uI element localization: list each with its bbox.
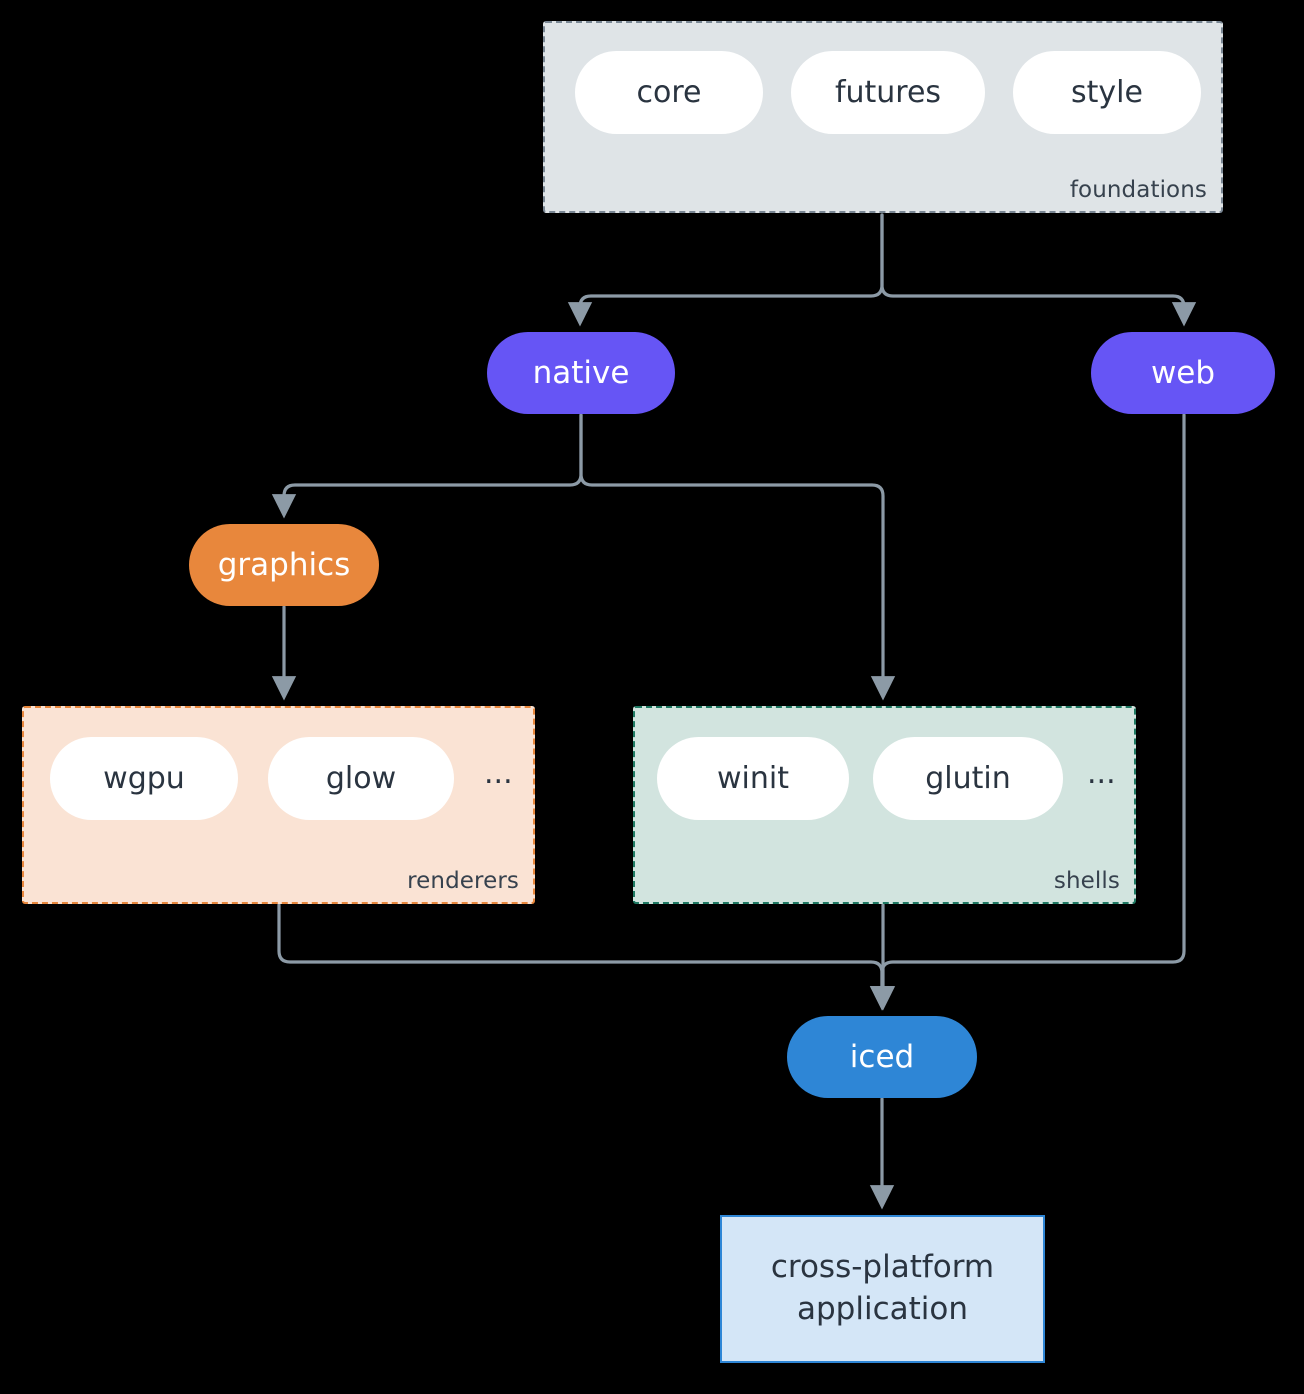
node-wgpu[interactable]: wgpu bbox=[50, 737, 238, 820]
group-foundations: core futures style foundations bbox=[543, 21, 1223, 213]
edge-foundations-web bbox=[880, 213, 1197, 327]
node-graphics[interactable]: graphics bbox=[189, 524, 379, 606]
edge-native-shells bbox=[579, 413, 896, 701]
application-label-line1: cross-platform bbox=[770, 1249, 995, 1286]
node-glutin[interactable]: glutin bbox=[873, 737, 1063, 820]
group-renderers-label: renderers bbox=[407, 868, 519, 894]
edge-native-graphics bbox=[271, 413, 583, 519]
node-winit-label: winit bbox=[717, 761, 789, 796]
node-winit[interactable]: winit bbox=[657, 737, 849, 820]
group-shells: winit glutin ... shells bbox=[633, 706, 1136, 904]
node-style-label: style bbox=[1071, 75, 1143, 110]
edge-foundations-native bbox=[567, 213, 884, 327]
group-foundations-items: core futures style bbox=[575, 51, 1201, 134]
group-foundations-label: foundations bbox=[1069, 177, 1207, 203]
group-renderers: wgpu glow ... renderers bbox=[22, 706, 535, 904]
group-shells-items: winit glutin ... bbox=[657, 737, 1116, 820]
node-iced[interactable]: iced bbox=[787, 1016, 977, 1098]
node-iced-label: iced bbox=[849, 1039, 915, 1075]
group-renderers-items: wgpu glow ... bbox=[50, 737, 513, 820]
node-wgpu-label: wgpu bbox=[103, 761, 185, 796]
node-core-label: core bbox=[636, 75, 702, 110]
node-graphics-label: graphics bbox=[217, 547, 351, 583]
node-glutin-label: glutin bbox=[925, 761, 1011, 796]
node-futures[interactable]: futures bbox=[791, 51, 985, 134]
node-web-label: web bbox=[1150, 355, 1216, 391]
node-style[interactable]: style bbox=[1013, 51, 1201, 134]
node-cross-platform-application[interactable]: cross-platform application bbox=[720, 1215, 1045, 1363]
group-shells-label: shells bbox=[1053, 868, 1120, 894]
node-native-label: native bbox=[532, 355, 630, 391]
edge-renderers-iced bbox=[277, 903, 895, 1011]
node-web[interactable]: web bbox=[1091, 332, 1275, 414]
node-glow[interactable]: glow bbox=[268, 737, 454, 820]
node-futures-label: futures bbox=[834, 75, 942, 110]
node-native[interactable]: native bbox=[487, 332, 675, 414]
node-core[interactable]: core bbox=[575, 51, 763, 134]
application-label-line2: application bbox=[797, 1291, 968, 1327]
shells-ellipsis: ... bbox=[1087, 755, 1116, 791]
renderers-ellipsis: ... bbox=[484, 755, 513, 791]
node-glow-label: glow bbox=[325, 761, 397, 796]
